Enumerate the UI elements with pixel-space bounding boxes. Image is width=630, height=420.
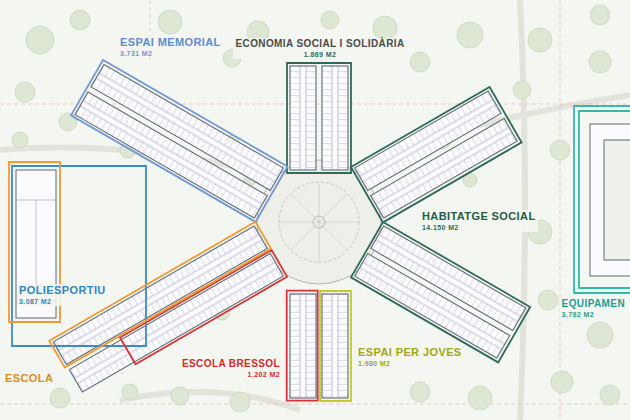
zone-label: ESPAI PER JOVES1.980 M2 [356, 346, 464, 368]
zone-shape [12, 166, 146, 346]
zone-border [49, 222, 271, 368]
zone-border [320, 291, 351, 401]
zone-area: 3.731 M2 [118, 49, 223, 58]
zone-name: ESPAI PER JOVES [356, 346, 464, 359]
zone-label: ESPAI MEMORIAL3.731 M2 [118, 36, 223, 58]
zone-border [287, 63, 351, 173]
zone-area: 1.980 M2 [356, 359, 464, 368]
zone-border [12, 166, 146, 346]
zone-border [351, 222, 530, 362]
zone-border [9, 162, 60, 322]
zone-outline: EQUIPAMEN3.792 M2 [574, 106, 630, 293]
zone-name: EQUIPAMEN [560, 298, 627, 310]
zone-name: ESPAI MEMORIAL [118, 36, 223, 49]
trees [12, 5, 620, 412]
zone-border [574, 106, 630, 293]
zone-shape [574, 106, 630, 293]
zone-name: ECONOMIA SOCIAL I SOLIDÀRIA [233, 38, 406, 50]
zone-shape [320, 291, 351, 401]
zone-outline: ESPAI PER JOVES1.980 M2 [320, 291, 351, 401]
zone-area: 3.792 M2 [560, 310, 627, 319]
zone-label: ECONOMIA SOCIAL I SOLIDÀRIA1.869 M2 [233, 38, 406, 59]
zone-area: 1.202 M2 [180, 370, 282, 379]
zone-shape [9, 162, 271, 368]
zone-label: ESCOLA [3, 372, 55, 385]
zone-area: 3.087 M2 [17, 297, 108, 306]
zone-label: POLIESPORTIU3.087 M2 [17, 284, 108, 306]
zone-outline: ECONOMIA SOCIAL I SOLIDÀRIA1.869 M2 [287, 63, 351, 173]
zone-outline: POLIESPORTIU3.087 M2 [12, 166, 146, 346]
zone-name: POLIESPORTIU [17, 284, 108, 297]
zone-border [287, 291, 318, 401]
zone-border [71, 60, 288, 222]
zone-label: HABITATGE SOCIAL14.150 M2 [420, 210, 538, 232]
zone-outline: HABITATGE SOCIAL14.150 M2 [351, 87, 530, 362]
zone-outline: ESCOLA BRESSOL1.202 M2 [120, 250, 318, 401]
zone-name: HABITATGE SOCIAL [420, 210, 538, 223]
zone-label: EQUIPAMEN3.792 M2 [560, 298, 627, 319]
zone-outline: ESCOLA [9, 162, 271, 368]
zone-area: 14.150 M2 [420, 223, 538, 232]
zone-border [351, 87, 522, 222]
zone-name: ESCOLA [3, 372, 55, 385]
zone-outline: ESPAI MEMORIAL3.731 M2 [71, 60, 287, 222]
zone-shape [287, 63, 351, 173]
zone-border [120, 250, 287, 364]
zone-area: 1.869 M2 [233, 50, 406, 59]
zone-shape [71, 60, 287, 222]
zone-name: ESCOLA BRESSOL [180, 358, 282, 370]
facility-building [590, 124, 630, 276]
zone-border [579, 111, 630, 288]
zone-label: ESCOLA BRESSOL1.202 M2 [180, 358, 282, 379]
